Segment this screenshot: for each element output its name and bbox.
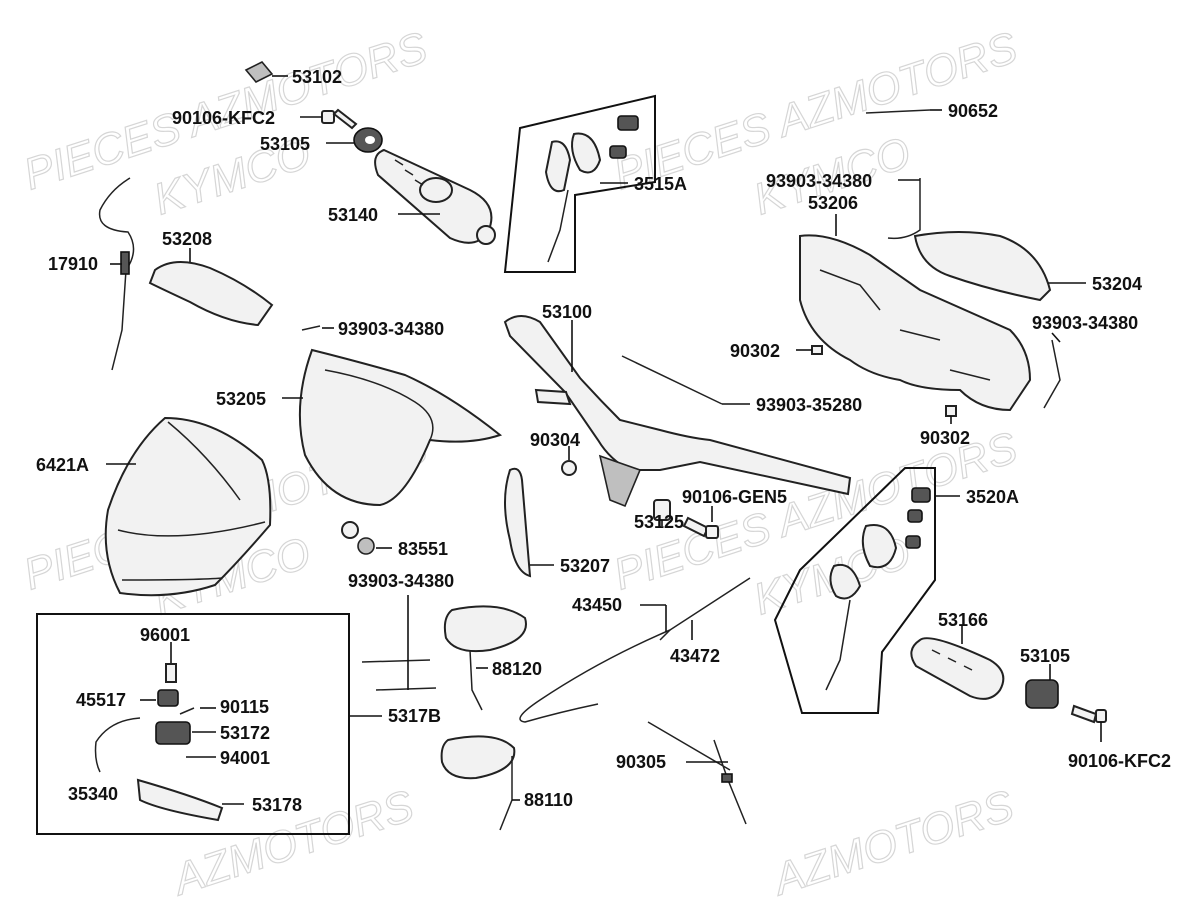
part-53207-panel: [504, 467, 554, 578]
label-90106-gen5: 90106-GEN5: [682, 487, 787, 507]
label-53178: 53178: [252, 795, 302, 815]
label-90304: 90304: [530, 430, 580, 450]
label-90106-kfc2-bottom: 90106-KFC2: [1068, 751, 1171, 771]
label-53100: 53100: [542, 302, 592, 322]
label-90115: 90115: [220, 697, 269, 717]
label-83551: 83551: [398, 539, 448, 559]
part-90302-right-screw: [945, 405, 957, 424]
part-6421a-windscreen: [104, 416, 272, 597]
part-53105-bottom-weight: [1025, 664, 1059, 709]
part-83551-grommet: [341, 521, 392, 555]
label-53208: 53208: [162, 229, 212, 249]
watermark-text: AZMOTORS: [765, 781, 1019, 900]
part-53140-grip: [374, 148, 496, 245]
label-53206: 53206: [808, 193, 858, 213]
part-90106-kfc2-bottom-screw: [1070, 704, 1107, 742]
part-53100-handlebar: [503, 315, 852, 508]
label-93903-top-right: 93903-34380: [766, 171, 872, 191]
label-90652: 90652: [948, 101, 998, 121]
part-93903-left-clip: [301, 325, 334, 331]
part-53125-weight: [653, 499, 671, 526]
group-box-5317b: [36, 613, 350, 835]
label-17910: 17910: [48, 254, 98, 274]
part-53205-front-cover: [282, 348, 503, 507]
label-3520a: 3520A: [966, 487, 1019, 507]
label-96001: 96001: [140, 625, 190, 645]
label-53205: 53205: [216, 389, 266, 409]
part-53206-dash-panel: [799, 214, 1032, 412]
part-93903-top-right-clip: [887, 178, 921, 240]
label-3515a: 3515A: [634, 174, 687, 194]
part-88110-mirror: [440, 735, 520, 831]
part-53208-cover: [148, 248, 274, 327]
part-53204-meter-cover: [913, 231, 1086, 302]
label-90305: 90305: [616, 752, 666, 772]
part-53102-cap: [244, 61, 288, 83]
label-6421a: 6421A: [36, 455, 89, 475]
label-53105-bottom: 53105: [1020, 646, 1070, 666]
part-90106-gen5-bolt: [682, 506, 719, 539]
label-93903-right: 93903-34380: [1032, 313, 1138, 333]
label-94001: 94001: [220, 748, 270, 768]
label-5317b: 5317B: [388, 706, 441, 726]
part-93903-lower-clips: [361, 595, 437, 691]
label-90302-right: 90302: [920, 428, 970, 448]
label-88120: 88120: [492, 659, 542, 679]
label-53105-top: 53105: [260, 134, 310, 154]
part-5317b-assembly: [94, 642, 244, 822]
part-43450-43472-cables: [519, 577, 751, 723]
label-53102: 53102: [292, 67, 342, 87]
part-88120-mirror: [443, 605, 527, 711]
group-box-3515a: [503, 94, 656, 273]
part-17910-cable: [98, 177, 135, 371]
label-93903-left: 93903-34380: [338, 319, 444, 339]
label-90106-kfc2-top: 90106-KFC2: [172, 108, 275, 128]
label-93903-lower: 93903-34380: [348, 571, 454, 591]
label-45517: 45517: [76, 690, 126, 710]
part-90106-kfc2-top-screw: [300, 108, 358, 130]
group-box-3520a: [773, 467, 960, 714]
label-53166: 53166: [938, 610, 988, 630]
part-90652-tie: [865, 109, 942, 114]
label-43450: 43450: [572, 595, 622, 615]
label-53204: 53204: [1092, 274, 1142, 294]
part-90304-nut: [561, 446, 577, 476]
label-53172: 53172: [220, 723, 270, 743]
part-90302-left-screw: [796, 345, 823, 355]
label-53140: 53140: [328, 205, 378, 225]
part-93903-35280-cable-tie: [621, 355, 750, 405]
label-88110: 88110: [524, 790, 573, 810]
part-53105-top-weight: [326, 127, 383, 153]
label-53207: 53207: [560, 556, 610, 576]
label-43472: 43472: [670, 646, 720, 666]
part-53166-grip: [910, 626, 1005, 700]
part-90305-clips: [647, 721, 747, 825]
label-35340: 35340: [68, 784, 118, 804]
label-90302-left: 90302: [730, 341, 780, 361]
label-93903-35280: 93903-35280: [756, 395, 862, 415]
label-53125: 53125: [634, 512, 684, 532]
part-93903-right-clip: [1043, 332, 1061, 409]
